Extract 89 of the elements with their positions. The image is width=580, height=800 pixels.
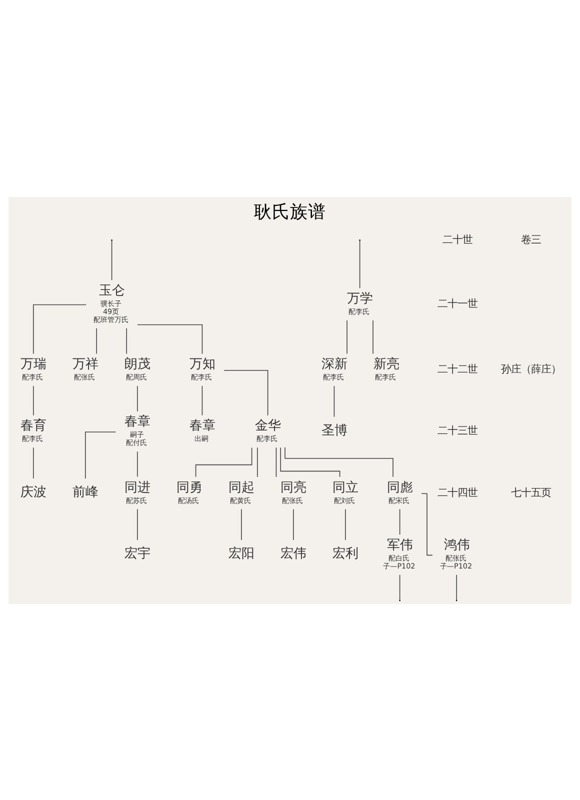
node-label: 骥长子 <box>100 298 122 308</box>
node-text: 春章 <box>189 418 216 434</box>
node-text: 圣博 <box>321 422 348 438</box>
node-label: 配苏氏 <box>126 495 148 504</box>
connector <box>257 446 258 477</box>
connector <box>399 508 400 534</box>
node-label: 配白氏 <box>388 552 410 562</box>
connector <box>359 240 360 288</box>
node-label: 子—P102 <box>440 560 472 570</box>
label: 孙庄（薛庄） <box>501 363 562 376</box>
node-label: 出嗣 <box>194 434 209 443</box>
node-text: 玉仑 <box>98 282 125 298</box>
connector <box>202 385 203 416</box>
node-text: 宏伟 <box>280 546 307 562</box>
node-label: 配付氏 <box>126 438 148 447</box>
connector <box>224 369 268 416</box>
connector <box>334 385 335 417</box>
node-label: 配李氏 <box>256 434 278 443</box>
node-text: 春章 <box>124 414 151 430</box>
connector <box>136 508 138 540</box>
connector <box>280 446 340 477</box>
connector <box>241 508 242 540</box>
node-label: 配李氏 <box>348 306 370 316</box>
node-label: 配班管万氏 <box>93 314 128 324</box>
node-text: 同勇 <box>176 480 203 495</box>
diagram-title: 耿氏族谱 <box>254 202 326 222</box>
connector <box>136 385 138 412</box>
label: 卷三 <box>521 233 542 246</box>
node-label: 配汤氏 <box>178 495 200 504</box>
node-label: 配李氏 <box>323 372 344 382</box>
node-label: 49页 <box>102 306 120 316</box>
node-label: 配张氏 <box>74 372 96 382</box>
connector <box>284 446 394 477</box>
node-label: 配张氏 <box>445 552 466 562</box>
connector <box>293 508 294 540</box>
connector <box>32 385 34 416</box>
node-text: 朗茂 <box>124 356 151 372</box>
connector <box>276 446 277 477</box>
node-text: 同亮 <box>280 480 307 495</box>
node-text: 军伟 <box>387 537 414 552</box>
node-label: 配张氏 <box>282 495 304 504</box>
node-label: 配李氏 <box>22 372 44 382</box>
node-label: 配宋氏 <box>388 495 410 504</box>
node-text: 前峰 <box>72 484 99 500</box>
connector <box>195 446 252 477</box>
node-text: 金华 <box>255 418 281 434</box>
node-label: 配黄氏 <box>230 495 252 504</box>
connector <box>126 327 127 354</box>
connector <box>32 446 34 478</box>
node-label: 配李氏 <box>190 372 212 382</box>
connector <box>456 574 457 600</box>
connector <box>32 304 87 354</box>
node-label: 子—P102 <box>383 560 416 570</box>
node-label: 配刘氏 <box>334 495 356 504</box>
node-text: 春育 <box>20 418 47 434</box>
label: 二十一世 <box>437 297 478 310</box>
node-text: 同进 <box>124 480 151 495</box>
connector <box>399 574 400 600</box>
node-text: 万学 <box>347 290 374 306</box>
node-text: 鸿伟 <box>444 537 470 552</box>
label: 二十世 <box>442 233 472 246</box>
node-text: 万知 <box>189 356 216 372</box>
connector <box>85 431 116 478</box>
node-label: 嗣子 <box>130 430 144 439</box>
node-text: 新亮 <box>373 356 400 372</box>
connector <box>137 324 203 354</box>
node-text: 万祥 <box>72 356 99 372</box>
node-text: 宏阳 <box>228 546 255 562</box>
node-text: 深新 <box>321 356 348 372</box>
label: 二十三世 <box>437 424 478 437</box>
connector <box>111 240 112 280</box>
node-text: 庆波 <box>20 484 47 500</box>
node-text: 同立 <box>332 480 359 495</box>
node-text: 宏利 <box>332 546 359 562</box>
node-label: 配李氏 <box>375 372 396 382</box>
node-text: 万瑞 <box>20 356 47 372</box>
node-label: 配周氏 <box>126 372 148 382</box>
label: 二十四世 <box>437 486 478 498</box>
connector <box>345 508 346 540</box>
connector <box>372 320 374 354</box>
label: 七十五页 <box>511 486 552 498</box>
node-label: 配李氏 <box>22 434 44 443</box>
node-text: 同起 <box>228 480 255 495</box>
label: 二十二世 <box>437 363 478 376</box>
connector <box>346 320 348 354</box>
connector <box>96 327 97 354</box>
node-text: 宏宇 <box>124 546 151 562</box>
node-text: 同彪 <box>387 480 414 495</box>
connector <box>136 450 138 477</box>
